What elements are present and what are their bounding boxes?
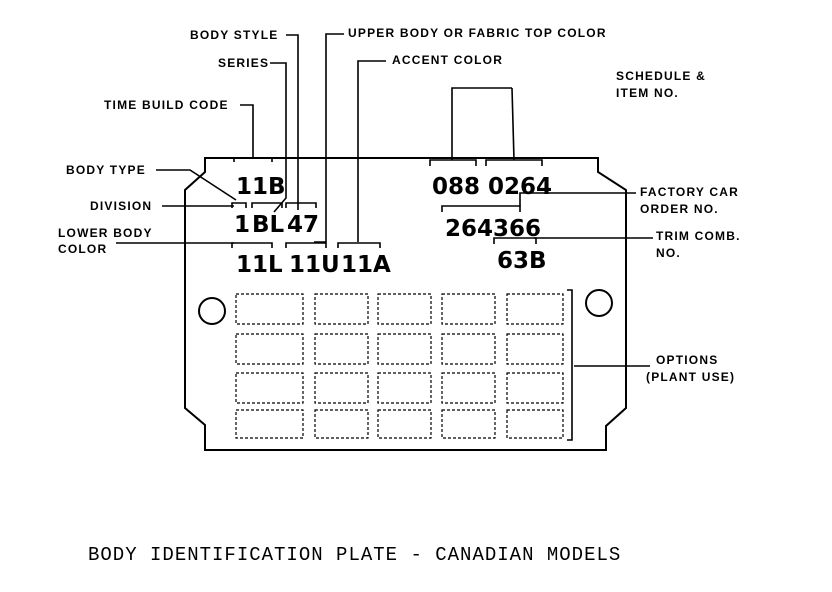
body-style-code-value: 47 (287, 212, 319, 238)
leader-lines (116, 33, 653, 367)
plate-outline (184, 157, 627, 451)
time-build-code-label: TIME BUILD CODE (104, 98, 229, 112)
time-build-code-value: 11B (236, 174, 286, 200)
lower-body-label-line1: LOWER BODY (58, 226, 153, 240)
series-label: SERIES (218, 56, 269, 70)
trim-comb-label-line1: TRIM COMB. (656, 229, 741, 243)
factory-order-value: 264366 (445, 216, 541, 242)
trim-comb-label-line2: NO. (656, 246, 681, 260)
schedule-number-value: 088 (432, 174, 480, 200)
schedule-label-line2: ITEM NO. (616, 86, 679, 100)
division-code-value: 1 (234, 212, 250, 238)
options-bracket (567, 289, 573, 441)
options-label-line1: OPTIONS (656, 353, 718, 367)
accent-color-label: ACCENT COLOR (392, 53, 503, 67)
options-grid (235, 293, 564, 439)
factory-order-label-line1: FACTORY CAR (640, 185, 739, 199)
upper-body-color-value: 11U (289, 252, 340, 278)
division-label: DIVISION (90, 199, 152, 213)
options-label-line2: (PLANT USE) (646, 370, 735, 384)
schedule-label-line1: SCHEDULE & (616, 69, 706, 83)
diagram-caption: BODY IDENTIFICATION PLATE - CANADIAN MOD… (88, 544, 621, 566)
series-code-value: BL (252, 212, 285, 238)
accent-color-value: 11A (341, 252, 391, 278)
lower-body-color-value: 11L (236, 252, 283, 278)
upper-body-label: UPPER BODY OR FABRIC TOP COLOR (348, 26, 607, 40)
lower-body-label-line2: COLOR (58, 242, 107, 256)
factory-order-label-line2: ORDER NO. (640, 202, 719, 216)
right-mounting-hole (585, 289, 613, 317)
left-mounting-hole (198, 297, 226, 325)
trim-comb-value: 63B (497, 248, 547, 274)
body-type-label: BODY TYPE (66, 163, 146, 177)
body-style-label: BODY STYLE (190, 28, 278, 42)
